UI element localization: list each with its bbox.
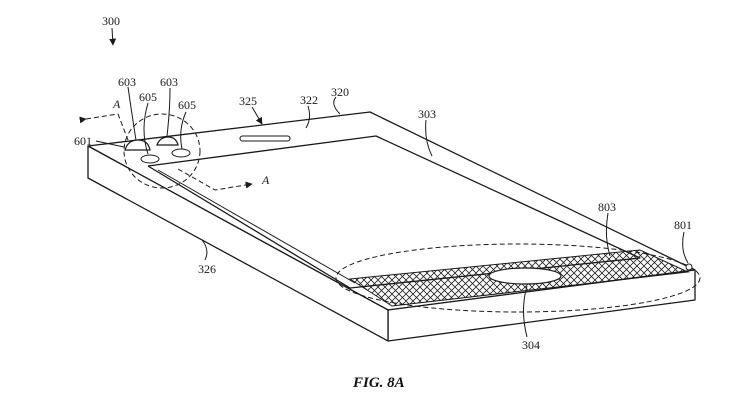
feature-801 — [685, 263, 693, 271]
speaker-slot-325 — [239, 135, 291, 142]
section-label-a-bottom: A — [261, 173, 270, 187]
leader-322 — [305, 105, 311, 129]
leader-605b — [180, 111, 187, 150]
section-label-a-top: A — [112, 97, 121, 111]
section-line-a-top — [79, 113, 129, 141]
label-322: 322 — [300, 93, 318, 107]
leader-325 — [251, 106, 263, 125]
dashed-callout-sensors — [123, 113, 201, 189]
label-603-right: 603 — [160, 75, 178, 89]
label-605-right: 605 — [178, 98, 196, 112]
leader-320 — [333, 96, 341, 115]
leader-603b — [166, 87, 171, 137]
leader-801 — [682, 231, 689, 264]
leader-603a — [127, 86, 137, 141]
leader-601 — [95, 140, 125, 148]
leader-605a — [143, 102, 149, 155]
label-300: 300 — [102, 14, 120, 28]
sensor-605-right — [171, 148, 191, 158]
section-line-a-bottom — [177, 168, 253, 191]
sensor-605-left — [140, 154, 160, 164]
leader-803 — [605, 212, 611, 257]
dashed-callout-bottom — [335, 243, 701, 313]
label-801: 801 — [674, 218, 692, 232]
label-326: 326 — [198, 262, 216, 276]
sensor-603-left — [124, 139, 151, 151]
label-304: 304 — [522, 338, 540, 352]
label-605-left: 605 — [139, 90, 157, 104]
display-inner-edge — [157, 169, 356, 284]
home-button-304 — [488, 267, 562, 285]
leader-303 — [425, 119, 433, 157]
label-325: 325 — [239, 94, 257, 108]
leader-304 — [523, 285, 528, 338]
figure-caption: FIG. 8A — [352, 375, 405, 391]
label-601: 601 — [74, 134, 92, 148]
label-303: 303 — [418, 107, 436, 121]
label-803: 803 — [598, 200, 616, 214]
label-603-left: 603 — [118, 75, 136, 89]
leader-326 — [201, 239, 208, 261]
sensor-603-right — [156, 136, 179, 146]
leader-300 — [109, 27, 117, 46]
device-left-side — [87, 145, 389, 342]
label-320: 320 — [331, 85, 349, 99]
